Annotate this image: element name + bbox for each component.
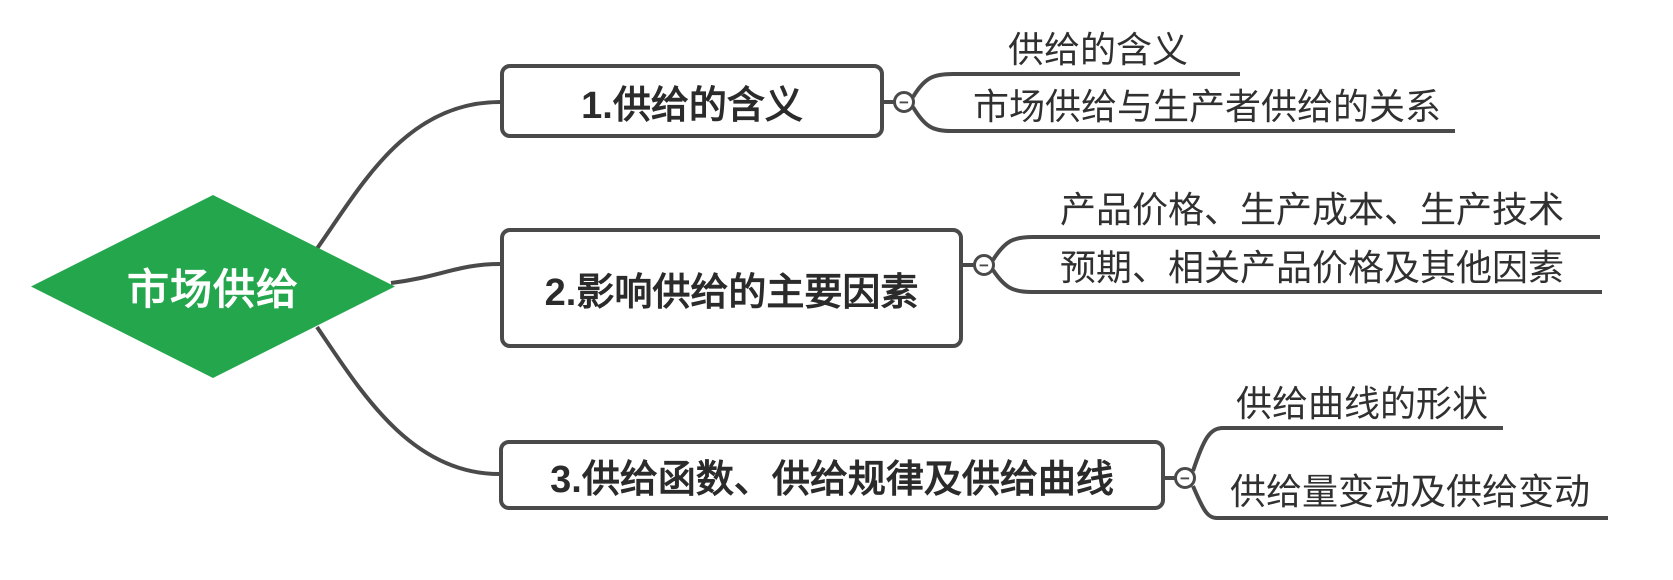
edge-root-branch1 xyxy=(314,100,501,252)
minus-icon: − xyxy=(1180,468,1190,488)
subtopic-1-2[interactable]: 市场供给与生产者供给的关系 xyxy=(973,86,1442,127)
minus-icon: − xyxy=(979,255,989,275)
collapse-button-branch-3[interactable]: − xyxy=(1174,467,1196,489)
subtopic-2-1[interactable]: 产品价格、生产成本、生产技术 xyxy=(1060,189,1565,230)
edge-leaf-1a xyxy=(911,72,1240,99)
edge-leaf-3a xyxy=(1191,426,1503,472)
branch-node-1-label: 1.供给的含义 xyxy=(581,84,803,127)
branch-node-2[interactable]: 2.影响供给的主要因素 xyxy=(500,228,963,348)
edge-leaf-2b xyxy=(991,268,1602,294)
root-node-label: 市场供给 xyxy=(126,266,299,313)
edge-root-branch3 xyxy=(315,325,500,476)
branch-node-1[interactable]: 1.供给的含义 xyxy=(500,64,884,138)
edge-leaf-3b xyxy=(1191,485,1608,520)
minus-icon: − xyxy=(899,92,909,112)
edge-root-branch2 xyxy=(390,262,501,285)
subtopic-1-1[interactable]: 供给的含义 xyxy=(1008,29,1189,70)
edge-leaf-2a xyxy=(991,235,1600,262)
collapse-button-branch-1[interactable]: − xyxy=(893,91,915,113)
branch-node-3[interactable]: 3.供给函数、供给规律及供给曲线 xyxy=(499,440,1165,510)
branch-node-3-label: 3.供给函数、供给规律及供给曲线 xyxy=(550,458,1114,501)
branch-node-2-label: 2.影响供给的主要因素 xyxy=(544,271,919,314)
subtopic-3-2[interactable]: 供给量变动及供给变动 xyxy=(1230,471,1591,512)
subtopic-3-1[interactable]: 供给曲线的形状 xyxy=(1236,383,1489,424)
subtopic-2-2[interactable]: 预期、相关产品价格及其他因素 xyxy=(1060,247,1565,288)
edge-leaf-1b xyxy=(911,105,1455,133)
collapse-button-branch-2[interactable]: − xyxy=(973,254,995,276)
